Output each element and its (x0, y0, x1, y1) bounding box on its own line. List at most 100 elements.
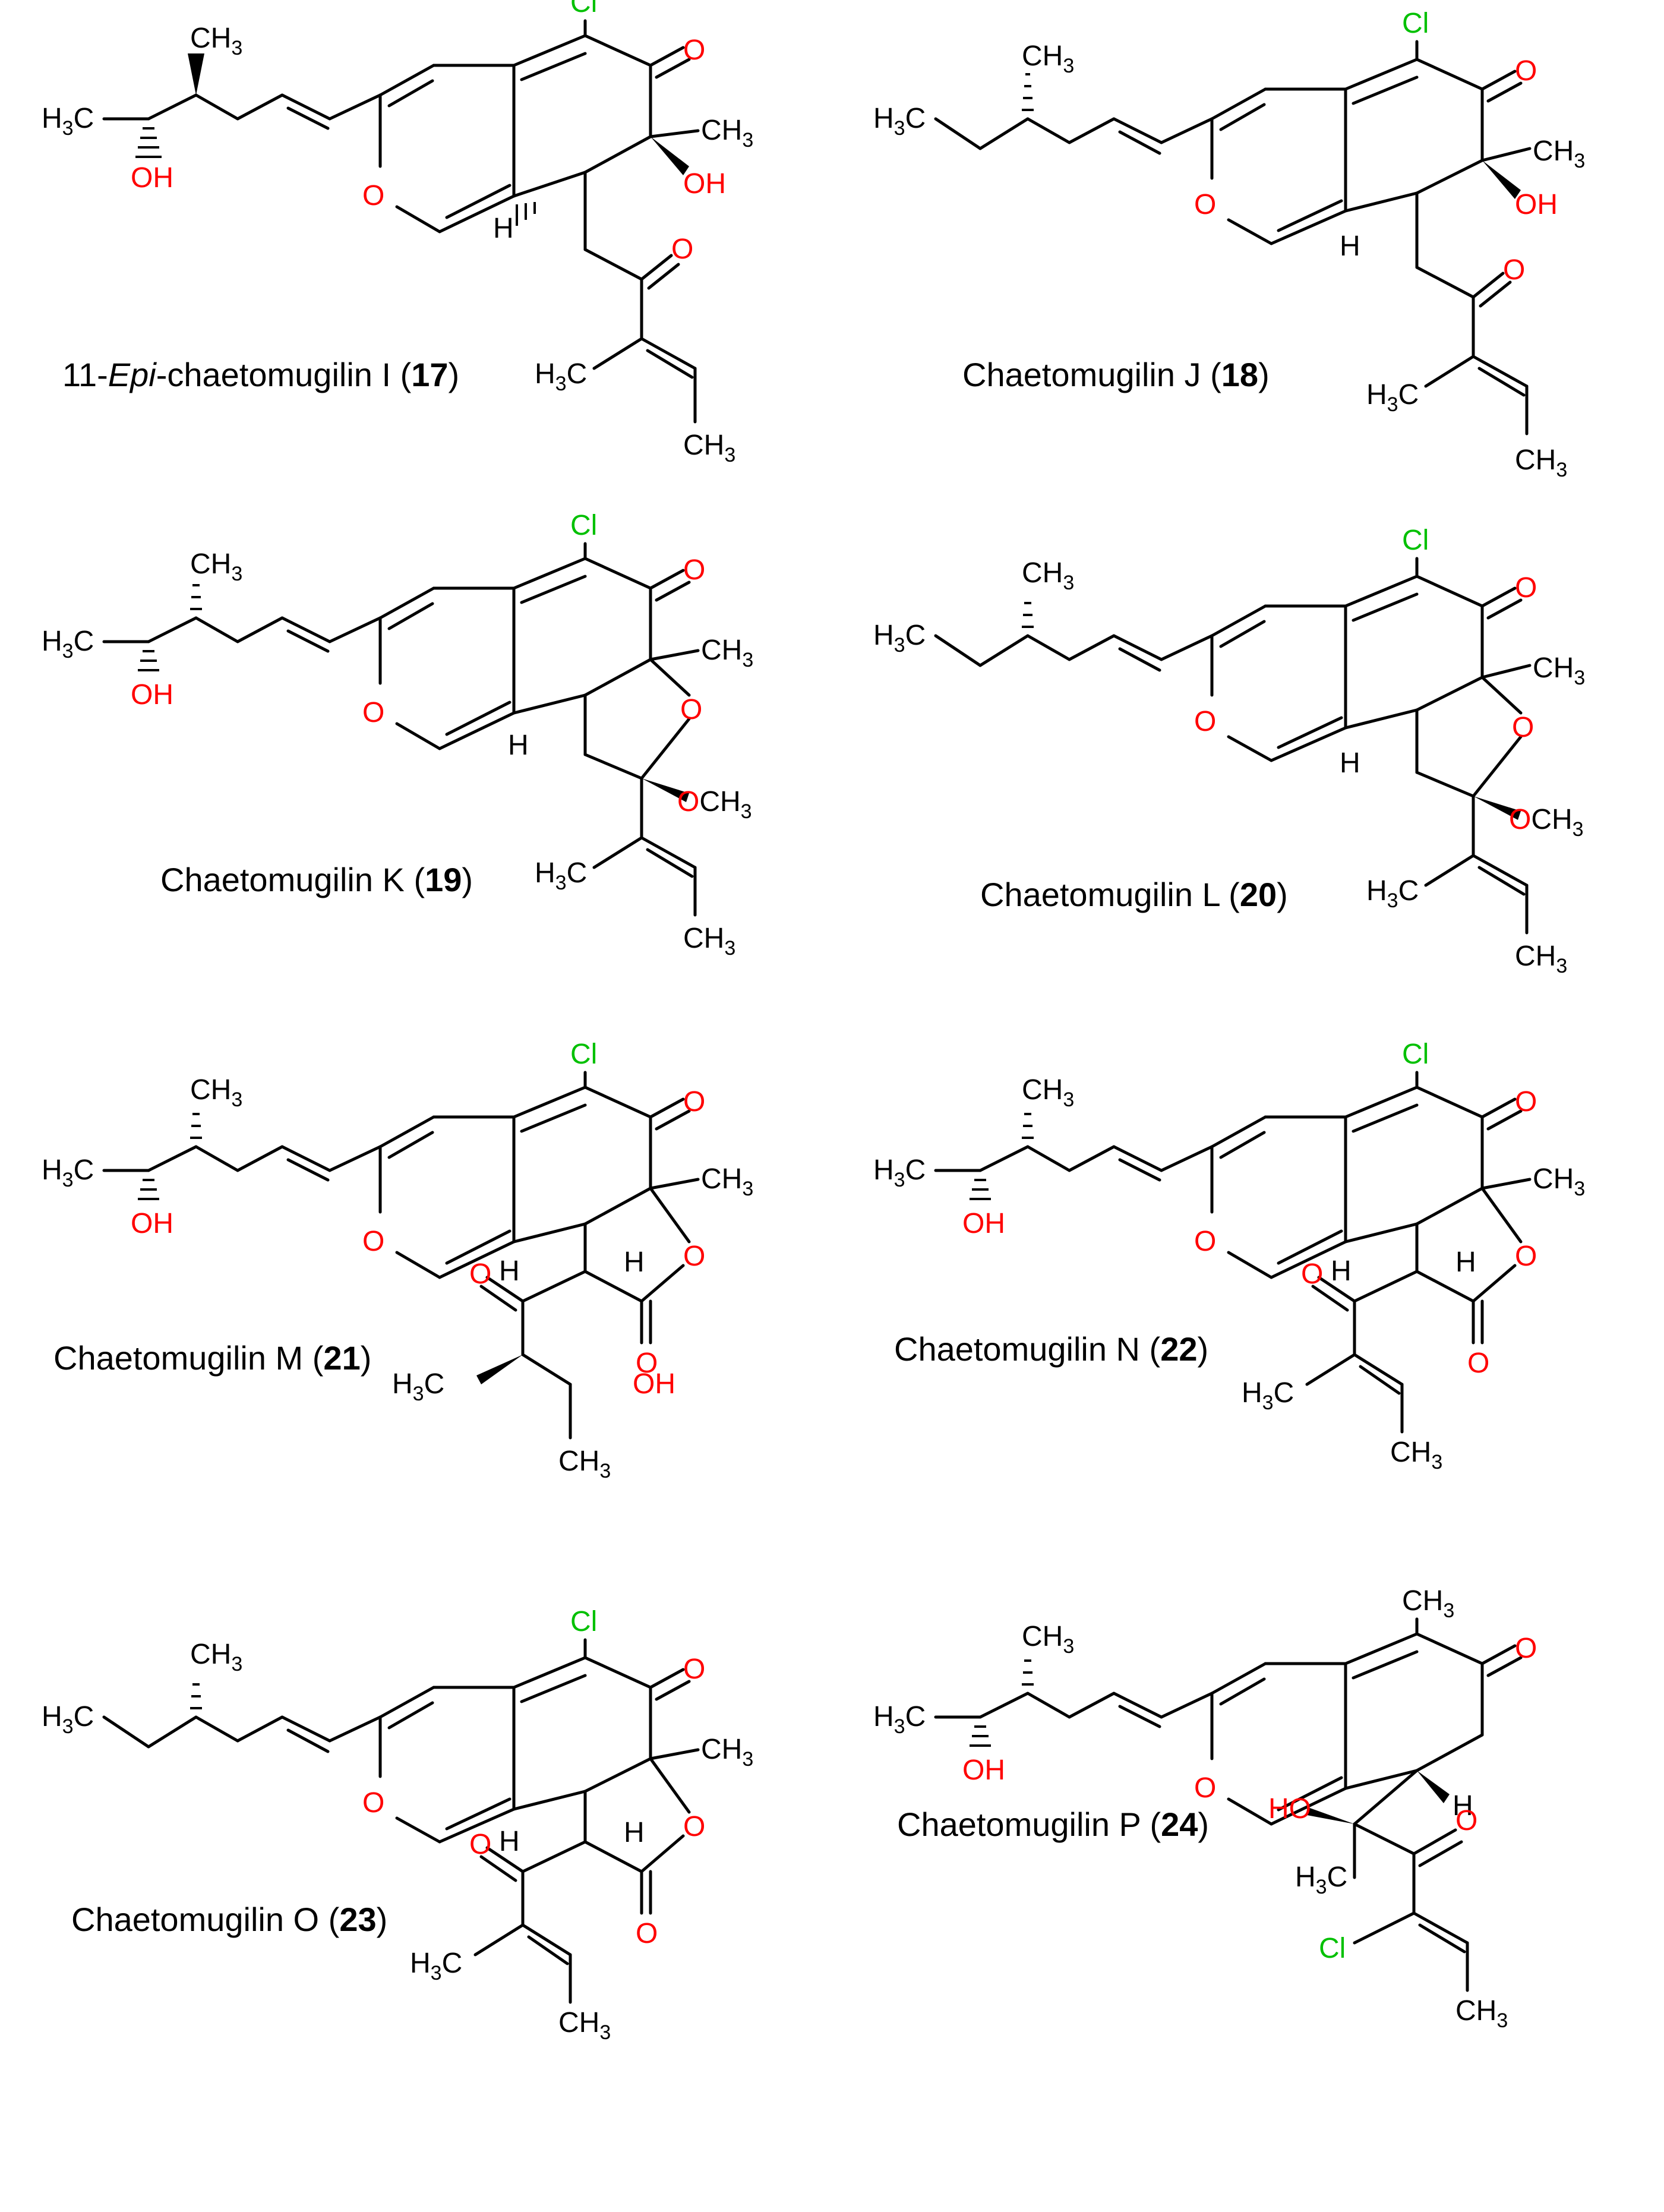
atom-label-oh: OH (962, 1755, 1005, 1786)
atom-label-o: O (362, 180, 384, 212)
atom-label: CH3 (1022, 40, 1074, 77)
atom-label-o: O (1515, 1241, 1537, 1272)
atom-label-cl: Cl (1402, 1039, 1429, 1070)
atom-label-h: H (499, 1255, 520, 1287)
atom-label-o: O (469, 1258, 491, 1290)
atom-label-cl: Cl (1402, 8, 1429, 39)
atom-label-o: O (1515, 1086, 1537, 1118)
atom-label-cl: Cl (570, 510, 597, 541)
atom-label: CH3 (1515, 444, 1567, 481)
atom-label-h: H (1331, 1255, 1352, 1287)
compound-17: H3C CH3 OH O Cl O CH3 OH H O H3C CH3 11-… (42, 0, 753, 466)
atom-label-o: O (1194, 189, 1216, 220)
atom-label-cl: Cl (570, 1039, 597, 1070)
atom-label: CH3 (1455, 1995, 1508, 2032)
atom-label: H3C (535, 857, 587, 894)
atom-label: H3C (873, 1154, 926, 1191)
atom-label: H3C (873, 1701, 926, 1738)
atom-label-o: O (1515, 55, 1537, 87)
compound-caption: Chaetomugilin J (18) (962, 356, 1270, 393)
atom-label: H3C (42, 626, 94, 662)
atom-label-o: O (683, 1241, 705, 1272)
compound-21: H3C CH3 OH O Cl O CH3 O H H O O H3C OH C… (42, 1039, 753, 1482)
atom-label-o: O (683, 554, 705, 586)
atom-label: H3C (42, 103, 94, 140)
atom-label-cl: Cl (570, 1606, 597, 1637)
atom-label-o: O (1503, 254, 1525, 286)
atom-label-oh: OH (633, 1368, 675, 1400)
atom-label: H3C (1366, 875, 1419, 912)
atom-label-o: O (636, 1348, 658, 1379)
atom-label-cl: Cl (570, 0, 597, 18)
compound-18: H3C CH3 O Cl O CH3 OH H O H3C CH3 Chaeto… (873, 8, 1585, 481)
atom-label: CH3 (1022, 557, 1074, 594)
atom-label: CH3 (1390, 1437, 1442, 1473)
atom-label-o: O (1194, 1772, 1216, 1804)
atom-label-h: H (624, 1247, 645, 1278)
atom-label-o: O (1515, 572, 1537, 604)
atom-label-o: O (683, 1654, 705, 1685)
atom-label: H3C (535, 358, 587, 395)
atom-label: CH3 (1533, 135, 1585, 172)
atom-label: H3C (42, 1154, 94, 1191)
atom-label-oh: OH (1515, 189, 1558, 220)
atom-label-o: O (1301, 1258, 1323, 1290)
compound-caption: Chaetomugilin L (20) (980, 876, 1288, 913)
compound-22: H3C CH3 OH O Cl O CH3 O H H O O H3C CH3 … (873, 1039, 1585, 1473)
atom-label-o: O (362, 1787, 384, 1819)
atom-label-o: O (683, 1086, 705, 1118)
atom-label-h: H (1455, 1247, 1476, 1278)
compound-caption: Chaetomugilin P (24) (897, 1806, 1209, 1843)
atom-label-h: H (493, 213, 514, 244)
compound-20: H3C CH3 O Cl O CH3 O H OCH3 H3C CH3 Chae… (873, 525, 1585, 977)
atom-label: H3C (42, 1701, 94, 1738)
atom-label-oh: OH (131, 162, 173, 194)
compound-caption: Chaetomugilin N (22) (894, 1330, 1208, 1368)
atom-label: CH3 (683, 923, 735, 960)
atom-label: H3C (1242, 1377, 1294, 1414)
atom-label: H3C (1366, 379, 1419, 416)
atom-label-h: H (1340, 231, 1360, 262)
atom-label-cl: Cl (1402, 525, 1429, 556)
atom-label: CH3 (1022, 1074, 1074, 1111)
atom-label-o: O (1194, 1226, 1216, 1257)
atom-label: OCH3 (677, 786, 752, 823)
atom-label-o: O (362, 697, 384, 728)
compound-caption: Chaetomugilin M (21) (53, 1339, 371, 1377)
atom-label: CH3 (701, 1734, 753, 1771)
atom-label: H3C (873, 103, 926, 140)
atom-label: OCH3 (1509, 804, 1584, 841)
atom-label-o: O (469, 1829, 491, 1860)
atom-label-o: O (1512, 712, 1534, 743)
atom-label-o: O (680, 694, 702, 725)
atom-label: CH3 (1515, 941, 1567, 977)
atom-label: H3C (873, 620, 926, 657)
atom-label: CH3 (190, 23, 242, 59)
compound-caption: 11-Epi-chaetomugilin I (17) (62, 356, 459, 393)
atom-label-o: O (683, 34, 705, 66)
compound-23: H3C CH3 O Cl O CH3 O H H O O H3C CH3 Cha… (42, 1606, 753, 2044)
atom-label: H3C (392, 1368, 444, 1405)
atom-label-h: H (1340, 747, 1360, 779)
atom-label-cl: Cl (1319, 1933, 1346, 1964)
atom-label: CH3 (190, 1639, 242, 1675)
atom-label-o: O (636, 1918, 658, 1949)
atom-label-oh: OH (131, 679, 173, 711)
atom-label: CH3 (1533, 652, 1585, 689)
atom-label-ho: HO (1268, 1793, 1311, 1825)
atom-label: CH3 (701, 635, 753, 671)
atom-label: CH3 (701, 1163, 753, 1200)
atom-label: CH3 (1022, 1621, 1074, 1658)
compound-caption: Chaetomugilin O (23) (71, 1901, 387, 1938)
atom-label: CH3 (701, 115, 753, 152)
atom-label-h: H (508, 730, 529, 761)
atom-label-oh: OH (131, 1208, 173, 1239)
atom-label: H3C (410, 1948, 462, 1984)
atom-label-o: O (362, 1226, 384, 1257)
atom-label-h: H (1453, 1790, 1473, 1822)
atom-label: CH3 (558, 2007, 611, 2044)
atom-label: CH3 (683, 430, 735, 466)
atom-label-h: H (499, 1826, 520, 1857)
